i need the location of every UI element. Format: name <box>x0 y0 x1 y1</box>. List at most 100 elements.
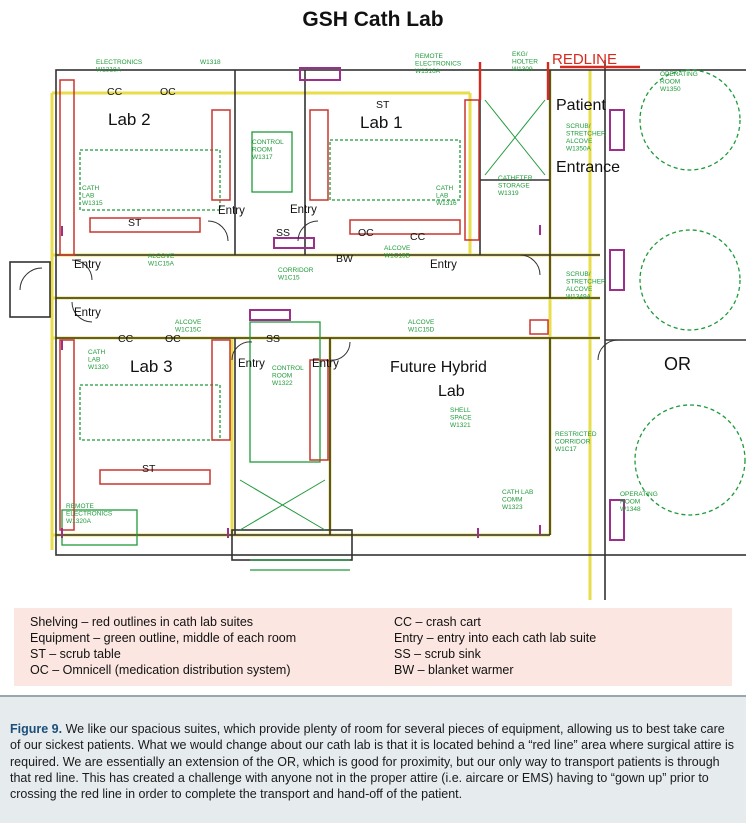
room-tag-w1318: W1318 <box>200 59 221 66</box>
room-label-patient: Patient <box>556 97 606 114</box>
room-labels-large: Lab 2 Lab 1 Lab 3 Future Hybrid Lab Pati… <box>108 51 691 400</box>
room-tag-line: W1323 <box>502 504 523 511</box>
room-label-entrance: Entrance <box>556 159 620 176</box>
room-tag-line: W1320A <box>66 518 92 525</box>
legend-item-entry: Entry – entry into each cath lab suite <box>394 631 597 645</box>
entry-label-lab3: Entry <box>74 307 101 319</box>
room-tag-line: W1317 <box>252 154 273 161</box>
room-label-future-hybrid-lab: Lab <box>438 383 465 400</box>
room-tag-line: ALCOVE <box>566 286 593 293</box>
diagram-title: GSH Cath Lab <box>302 8 444 31</box>
equipment-outlines <box>61 69 746 571</box>
room-tag-line: W1315 <box>82 200 103 207</box>
room-tag-line: W1C15B <box>384 253 410 260</box>
entry-label-lab3-control: Entry <box>238 358 265 370</box>
crash-cart-lab3: CC <box>118 333 134 345</box>
room-tag-line: W1C15 <box>278 275 300 282</box>
cross-marks <box>239 99 546 531</box>
room-tag-line: W1C17 <box>555 446 577 453</box>
figure-caption-text: We like our spacious suites, which provi… <box>10 722 734 802</box>
entry-label-hybrid: Entry <box>312 358 339 370</box>
entry-labels: Entry Entry Entry Entry Entry Entry Entr… <box>74 204 457 370</box>
room-tag-line: ELECTRONICS <box>96 59 143 66</box>
room-tag-line: ROOM <box>252 147 272 154</box>
abbreviation-labels: CC OC ST ST SS OC CC BW CC OC SS ST <box>107 86 426 475</box>
room-tag-line: LAB <box>88 357 100 364</box>
room-tag-line: CATHETER <box>498 175 533 182</box>
room-tag-line: CORRIDOR <box>278 267 314 274</box>
room-tag-line: ELECTRONICS <box>415 61 462 68</box>
room-tag-line: W1322 <box>272 380 293 387</box>
room-tag-line: CORRIDOR <box>555 439 591 446</box>
omnicell-lab3: OC <box>165 333 181 345</box>
room-tag-line: CATH <box>436 185 454 192</box>
room-tag-line: ALCOVE <box>175 319 202 326</box>
room-tag-line: CATH LAB <box>502 489 533 496</box>
entry-label-lab2-corridor: Entry <box>218 205 245 217</box>
omnicell-lab2: OC <box>160 86 176 98</box>
legend-item-omnicell: OC – Omnicell (medication distribution s… <box>30 663 291 677</box>
room-tag-line: SPACE <box>450 415 472 422</box>
room-label-lab1: Lab 1 <box>360 113 403 132</box>
room-tag-line: W1316A <box>415 68 441 75</box>
room-tag-line: W1320 <box>88 364 109 371</box>
legend-left-column: Shelving – red outlines in cath lab suit… <box>30 614 296 678</box>
scrub-sink-lab3: SS <box>266 333 280 345</box>
room-tag-line: W1318A <box>96 67 122 74</box>
scrub-table-lab2: ST <box>128 217 142 229</box>
room-tag-line: STRETCHER <box>566 279 606 286</box>
figure-caption: Figure 9. We like our spacious suites, w… <box>0 695 746 823</box>
room-tag-line: SCRUB/ <box>566 271 591 278</box>
room-tag-line: W1319 <box>498 190 519 197</box>
room-tag-line: CATH <box>88 349 106 356</box>
room-label-or: OR <box>664 354 691 374</box>
legend-item-blanket-warmer: BW – blanket warmer <box>394 663 514 677</box>
room-tag-line: W1350A <box>566 146 592 153</box>
entry-label-lab1-corridor: Entry <box>290 204 317 216</box>
room-tag-line: W1316 <box>436 200 457 207</box>
corridor-yellow-lines <box>50 70 600 600</box>
room-tag-line: ALCOVE <box>148 253 175 260</box>
crash-cart-lab1: CC <box>410 231 426 243</box>
room-tag-line: ALCOVE <box>566 138 593 145</box>
room-tag-line: STRETCHER <box>566 131 606 138</box>
room-tag-line: ALCOVE <box>384 245 411 252</box>
shelving-outlines <box>59 79 549 531</box>
scrub-sink-top: SS <box>276 227 290 239</box>
legend: Shelving – red outlines in cath lab suit… <box>14 608 732 686</box>
room-label-lab3: Lab 3 <box>130 357 173 376</box>
room-tag-line: HOLTER <box>512 59 538 66</box>
room-tag-line: SCRUB/ <box>566 123 591 130</box>
redline-label: REDLINE <box>552 51 617 68</box>
room-tag-line: LAB <box>82 193 94 200</box>
room-tag-line: STORAGE <box>498 183 530 190</box>
room-tag-line: LAB <box>436 193 448 200</box>
room-tag-line: ROOM <box>620 499 640 506</box>
room-tag-line: SHELL <box>450 407 471 414</box>
room-tag-line: ROOM <box>272 373 292 380</box>
room-tag-line: W1321 <box>450 422 471 429</box>
room-tag-line: W1318 <box>200 59 221 66</box>
room-tag-line: CONTROL <box>252 139 284 146</box>
scrub-table-lab1: ST <box>376 99 390 111</box>
room-tag-line: W1C15C <box>175 327 202 334</box>
room-tag-line: OPERATING <box>620 491 658 498</box>
